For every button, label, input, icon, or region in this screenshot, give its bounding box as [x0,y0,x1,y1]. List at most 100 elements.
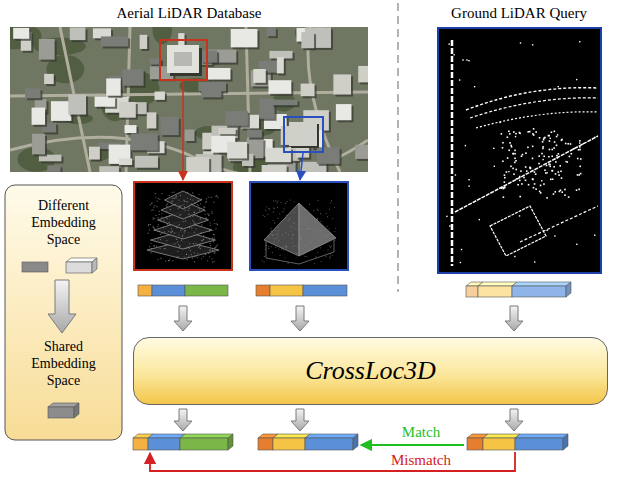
blue-highlight [284,117,323,152]
point [306,256,307,257]
block-arrow [174,409,192,431]
point [309,204,310,205]
point [194,261,195,262]
point [184,232,185,233]
point [532,178,534,180]
building-roof [106,78,120,95]
building-roof [135,156,158,168]
point [580,173,582,175]
point [170,231,171,232]
point [311,242,312,243]
point [330,257,331,258]
point [332,255,333,256]
point [325,256,326,257]
road [60,27,90,172]
point [501,133,503,135]
point [164,231,165,232]
point [538,163,540,165]
point [205,217,206,218]
panel-text: Different Embedding Space [19,197,109,248]
point [265,241,266,242]
point [294,228,295,229]
building-roof [198,82,226,92]
point [184,230,185,231]
point [178,208,179,209]
point [315,247,316,248]
point [180,195,181,196]
point [320,230,321,231]
point [210,249,211,250]
point [576,79,577,80]
point [293,222,294,223]
point [296,253,297,254]
point [155,215,156,216]
point [158,224,159,225]
point [523,177,525,179]
point [582,144,583,145]
point [268,246,269,247]
building-roof [358,66,368,82]
point [176,227,177,228]
point [200,217,201,218]
point [168,231,169,232]
point [209,250,210,251]
point [527,131,529,133]
point [542,148,544,150]
aerial-ground [10,27,368,172]
point [565,143,567,145]
point [148,224,149,225]
point [449,225,450,226]
point [512,153,514,155]
point [180,206,181,207]
point [209,231,210,232]
point [321,261,322,262]
point [198,247,199,248]
point [179,246,180,247]
point [546,197,548,199]
point [191,227,192,228]
point [188,255,189,256]
point [185,247,186,248]
point [199,194,200,195]
point [520,42,521,43]
point [202,240,203,241]
embedding-bar [467,434,568,450]
point [155,197,156,198]
point [331,246,332,247]
point [305,217,306,218]
point [176,257,177,258]
bar-segment [273,438,305,450]
point [535,188,537,190]
point [335,228,336,229]
point [519,176,521,178]
point [282,234,283,235]
point [323,237,324,238]
point [292,238,293,239]
mismatch-arrow [150,452,515,471]
bar-side [228,434,233,450]
scan-line [520,206,598,242]
point [177,242,178,243]
box-front [48,407,74,418]
bar-segment [467,438,483,450]
point [558,174,560,176]
point [203,239,204,240]
point [276,238,277,239]
point [305,210,306,211]
scan-line [476,112,598,128]
point [192,220,193,221]
point [320,213,321,214]
point [327,236,328,237]
building-roof [119,102,136,118]
point [552,178,554,180]
point [158,198,159,199]
point [277,242,278,243]
point [285,203,286,204]
point [158,217,159,218]
point [157,259,158,260]
feature-bar [466,282,571,297]
point [209,213,210,214]
point [179,206,180,207]
point [535,173,537,175]
point [153,209,154,210]
